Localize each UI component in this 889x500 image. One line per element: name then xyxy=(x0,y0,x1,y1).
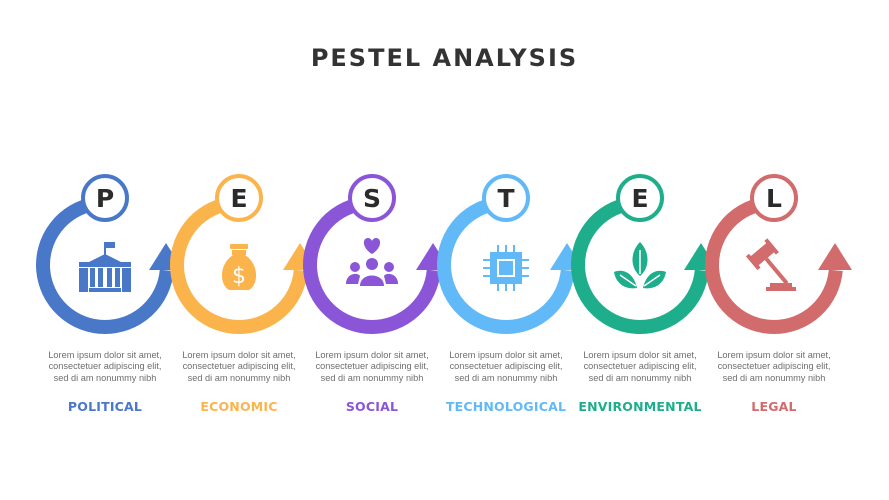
cycle-arc xyxy=(571,197,709,334)
cycle-arc xyxy=(705,197,843,334)
factor-description: Lorem ipsum dolor sit amet, consectetuer… xyxy=(449,350,563,383)
letter: T xyxy=(497,184,514,213)
cycle-arc xyxy=(170,197,308,334)
arrowhead-icon xyxy=(818,243,852,270)
pestel-step-environmental: E xyxy=(571,174,718,334)
factor-label: POLITICAL xyxy=(67,399,143,414)
pestel-step-political: P xyxy=(36,174,183,334)
factor-description: Lorem ipsum dolor sit amet, consectetuer… xyxy=(182,350,296,383)
letter-badge: S xyxy=(348,174,396,222)
people-heart-icon xyxy=(346,238,398,286)
pestel-step-technological: T xyxy=(437,174,584,334)
letter-badge: E xyxy=(215,174,263,222)
letter: P xyxy=(96,184,114,213)
letter-badge: E xyxy=(616,174,664,222)
pestel-step-economic: E $ xyxy=(170,174,317,334)
cycle-arc xyxy=(36,197,174,334)
letter-badge: T xyxy=(482,174,530,222)
factor-label: LEGAL xyxy=(751,399,797,414)
pestel-step-legal: L xyxy=(705,174,852,334)
letter: L xyxy=(766,184,782,213)
factor-description: Lorem ipsum dolor sit amet, consectetuer… xyxy=(583,350,697,383)
gavel-icon xyxy=(745,238,796,291)
factor-label: SOCIAL xyxy=(345,399,399,414)
leaves-icon xyxy=(614,242,666,289)
letter-badge: L xyxy=(750,174,798,222)
pestel-step-social: S xyxy=(303,174,450,334)
svg-text:$: $ xyxy=(232,264,246,289)
page-title: PESTEL ANALYSIS xyxy=(310,44,579,72)
factor-description: Lorem ipsum dolor sit amet, consectetuer… xyxy=(315,350,429,383)
letter-badge: P xyxy=(81,174,129,222)
letter: E xyxy=(631,184,648,213)
factor-label: TECHNOLOGICAL xyxy=(445,399,567,414)
factor-label: ECONOMIC xyxy=(200,399,278,414)
government-building-icon xyxy=(79,242,131,292)
money-bag-icon: $ xyxy=(221,244,257,290)
microchip-icon xyxy=(483,245,529,291)
cycle-arc xyxy=(303,197,441,334)
factor-label: ENVIRONMENTAL xyxy=(578,399,702,414)
factor-description: Lorem ipsum dolor sit amet, consectetuer… xyxy=(717,350,831,383)
cycle-arc xyxy=(437,197,575,334)
letter: S xyxy=(363,184,381,213)
letter: E xyxy=(230,184,247,213)
factor-description: Lorem ipsum dolor sit amet, consectetuer… xyxy=(48,350,162,383)
